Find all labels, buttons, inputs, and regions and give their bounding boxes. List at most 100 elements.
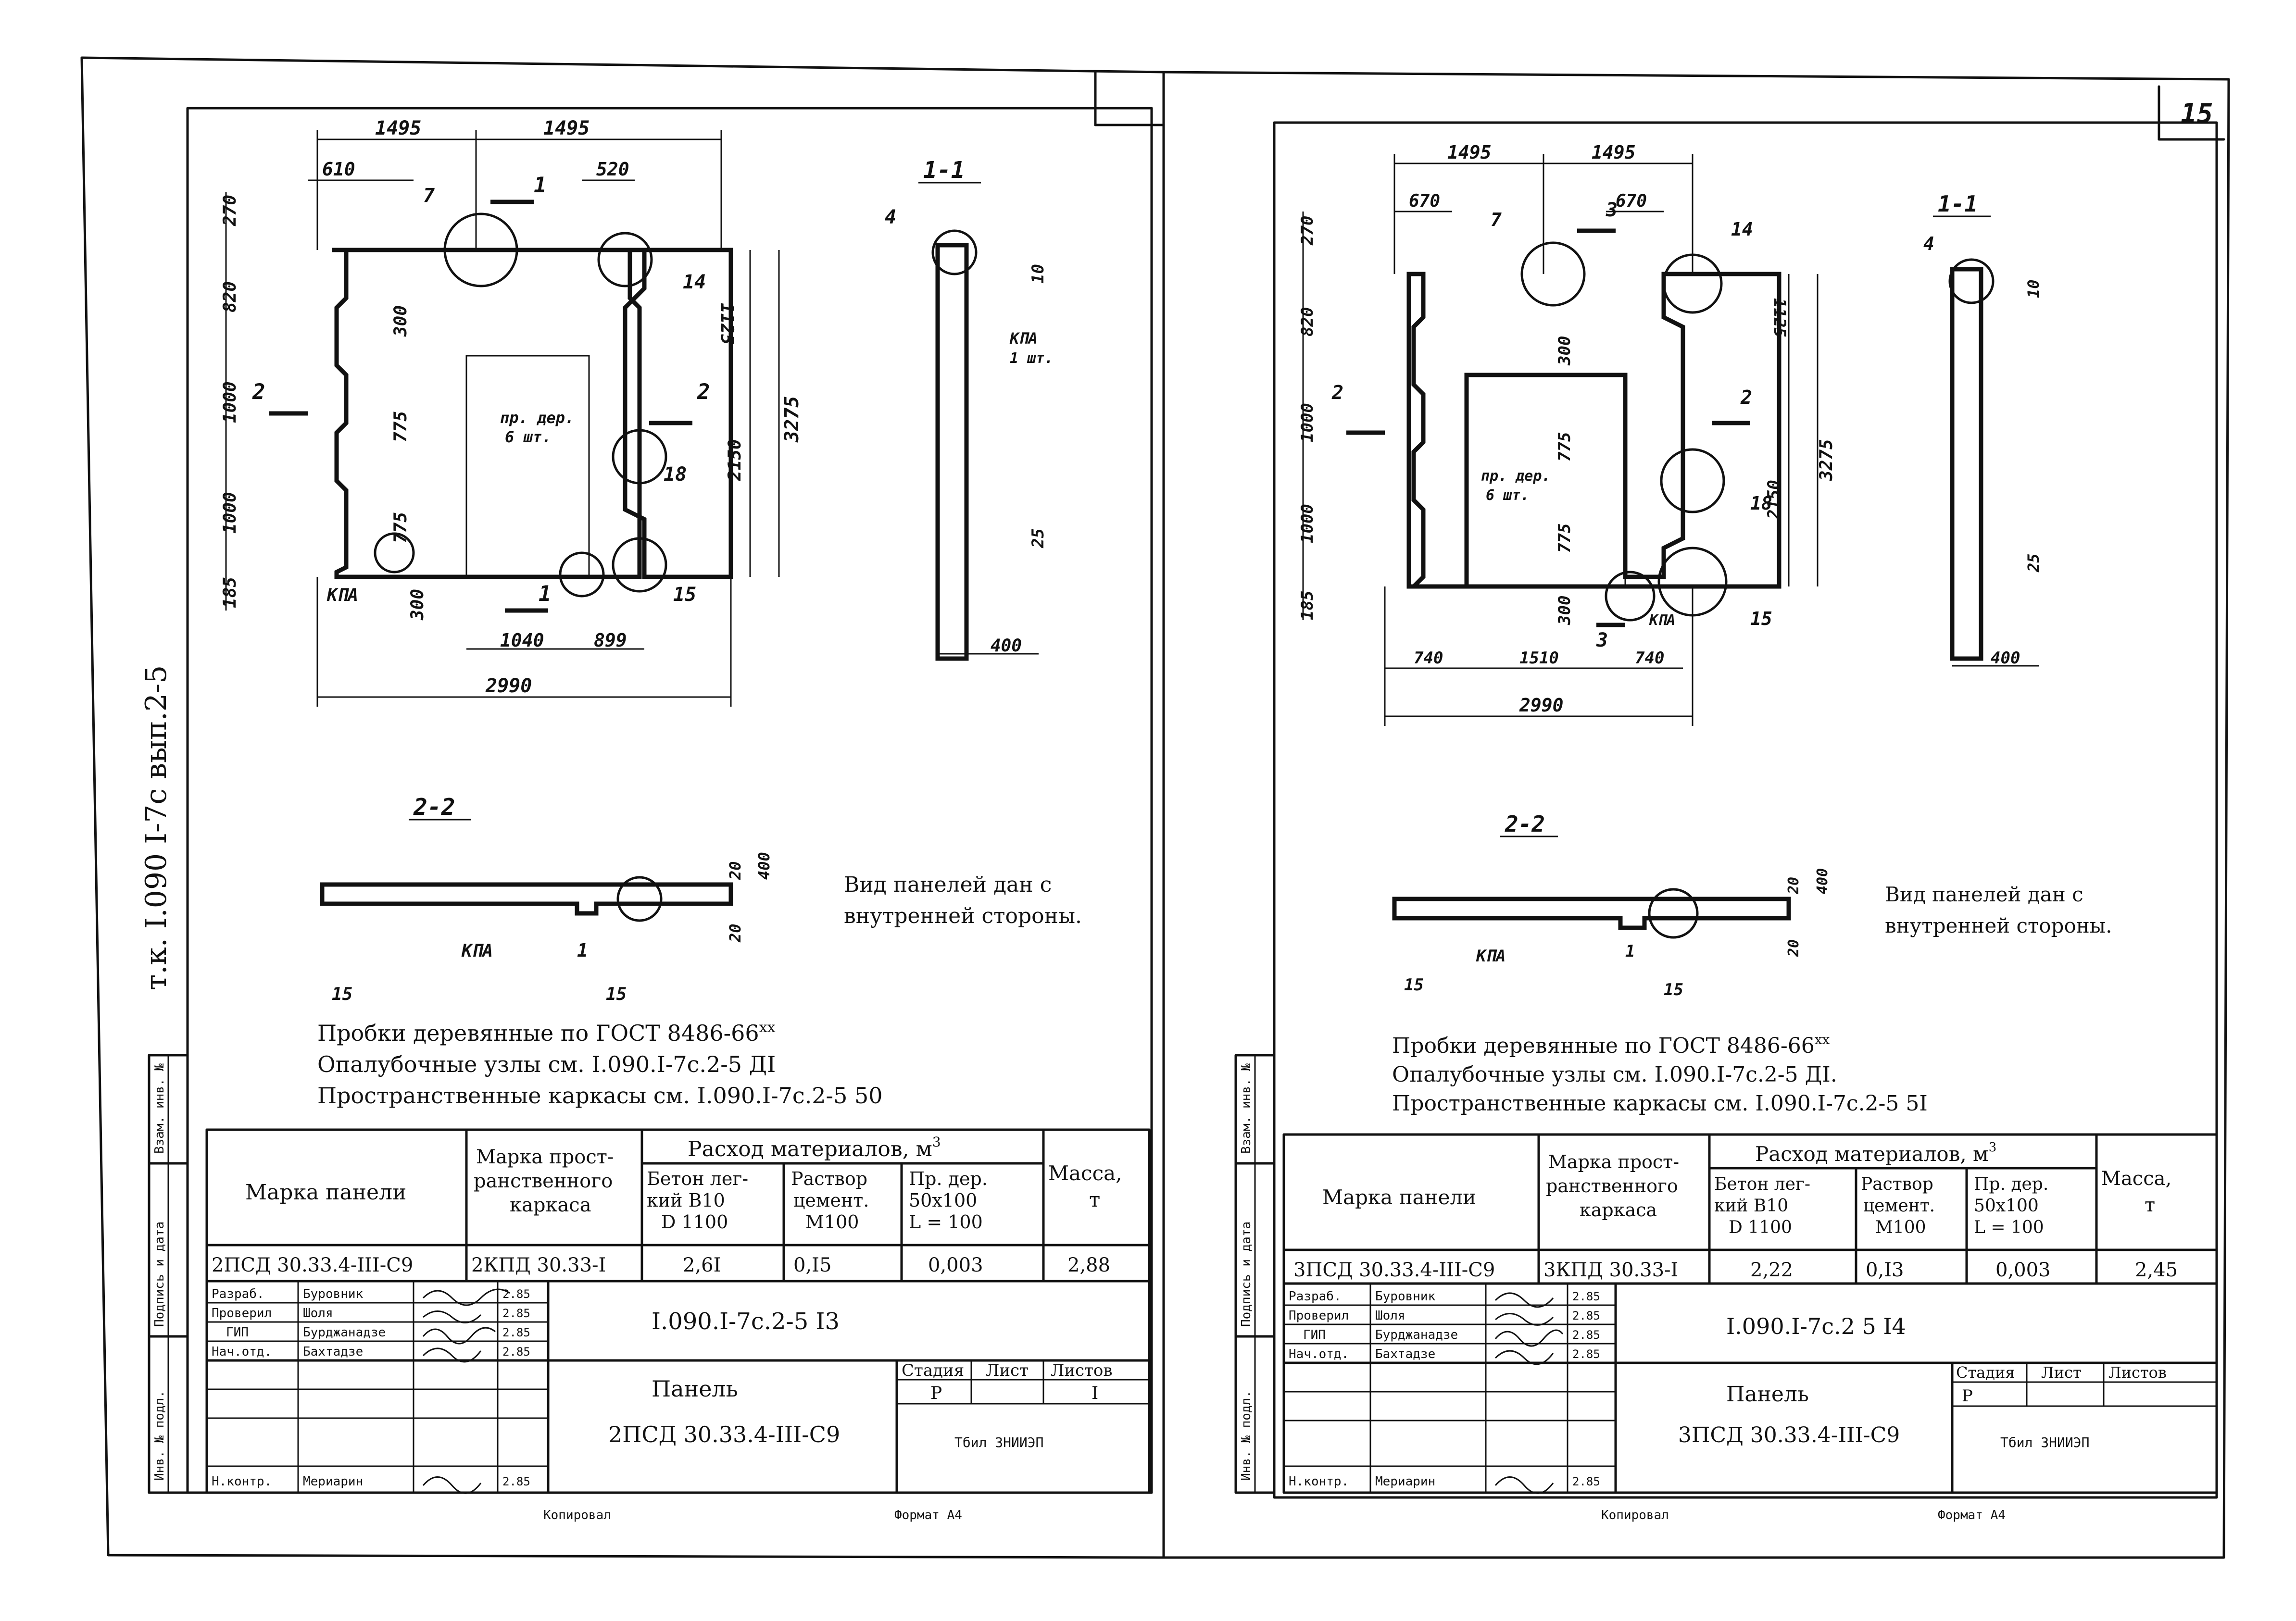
spec-h-frame-3: каркаса <box>1580 1199 1657 1221</box>
spec-h-frame-2: ранственного <box>474 1170 613 1192</box>
notes: Вид панелей дан с внутренней стороны. Пр… <box>1392 883 2112 1116</box>
note-1-sup: xx <box>1815 1032 1830 1047</box>
dim-2150: 2150 <box>725 439 745 481</box>
side-stamp-3: Взам. инв. № <box>152 1063 167 1154</box>
section-1-1-dim-400: 400 <box>1991 648 2020 668</box>
section-2-2-dim-15a: 15 <box>1404 975 1424 995</box>
section-1-1-dim-25: 25 <box>1029 528 1048 549</box>
spec-h-mortar-2: цемент. <box>793 1190 869 1211</box>
dim-670-right: 670 <box>1616 191 1647 211</box>
spec-h-concrete-3: D 1100 <box>1729 1218 1792 1237</box>
spec-h-concrete-2: кий В10 <box>1714 1196 1788 1216</box>
outer-border <box>80 56 2230 1559</box>
tb-date-7: 2.85 <box>502 1475 530 1488</box>
tb-name-3: Бурджанадзе <box>1375 1328 1458 1342</box>
dim-185: 185 <box>1298 591 1317 620</box>
tb-role-7: Н.контр. <box>1289 1474 1349 1489</box>
section-1-1-kpa: КПА <box>1009 329 1038 348</box>
tb-h-sheet: Лист <box>2041 1363 2082 1382</box>
dim-740-b: 740 <box>1635 648 1664 668</box>
spec-row-frame: 2КПД 30.33-I <box>471 1254 606 1276</box>
tb-signature-7 <box>1494 1476 1554 1494</box>
spec-h-consumption: Расход материалов, м3 <box>688 1134 941 1161</box>
tb-name-4: Бахтадзе <box>1375 1347 1435 1361</box>
tb-organization: Тбил ЗНИИЭП <box>2000 1434 2089 1450</box>
dim-740-a: 740 <box>1414 648 1443 668</box>
spec-row-wood: 0,003 <box>1995 1259 2051 1281</box>
spec-h-wood-3: L = 100 <box>1974 1218 2044 1237</box>
spec-h-frame-2: ранственного <box>1546 1175 1678 1197</box>
tb-signature-7 <box>422 1476 482 1494</box>
section-1-1-callout-4: 4 <box>1923 233 1934 254</box>
tb-signature-2 <box>1495 1313 1554 1326</box>
tb-name-2: Шоля <box>1375 1309 1405 1323</box>
tb-signature-1 <box>422 1288 510 1306</box>
spec-row-wood: 0,003 <box>928 1254 983 1276</box>
tb-signature-3 <box>1494 1329 1564 1347</box>
spec-h-panel: Марка панели <box>1322 1185 1476 1209</box>
note-1-text: Пробки деревянные по ГОСТ 8486-66 <box>1392 1034 1815 1058</box>
tb-date-4: 2.85 <box>502 1345 530 1359</box>
section-1-1-title: 1-1 <box>1938 191 1978 217</box>
callout-15: 15 <box>1750 608 1772 629</box>
tb-date-4: 2.85 <box>1572 1347 1600 1361</box>
probki-count: 6 шт. <box>505 428 551 446</box>
section-2-2-dim-20b: 20 <box>726 923 744 943</box>
tb-title-1: Панель <box>1726 1382 1809 1407</box>
dim-775-b: 775 <box>1555 524 1574 553</box>
section-1-1-callout-4: 4 <box>885 206 896 228</box>
view-note-1: Вид панелей дан с <box>844 873 1052 897</box>
side-stamp-2: Подпись и дата <box>152 1222 167 1327</box>
note-2: Опалубочные узлы см. I.090.I-7с.2-5 ДI. <box>1392 1062 1837 1087</box>
tb-signature-4 <box>1494 1350 1554 1365</box>
section-1-1-dim-10: 10 <box>2024 279 2043 298</box>
tb-role-1: Разраб. <box>1289 1289 1342 1304</box>
section-2-2-callout-1: 1 <box>1625 942 1635 961</box>
tb-name-1: Буровник <box>1375 1289 1436 1304</box>
tb-role-3: ГИП <box>226 1325 249 1340</box>
note-1: Пробки деревянные по ГОСТ 8486-66xx <box>317 1019 776 1046</box>
dim-1000-a: 1000 <box>220 381 240 423</box>
callout-18: 18 <box>1750 493 1772 514</box>
footer-copied: Копировал <box>1601 1508 1669 1522</box>
dim-300-b: 300 <box>1555 596 1574 625</box>
sheet-right: 1495 1495 670 670 270 820 1000 1000 185 … <box>1234 121 2218 1522</box>
tb-document-code: I.090.I-7с.2-5 I3 <box>652 1308 840 1335</box>
tb-name-7: Мериарин <box>1375 1474 1435 1489</box>
dim-610: 610 <box>322 159 355 180</box>
dim-2990: 2990 <box>1519 695 1564 716</box>
tb-date-3: 2.85 <box>1572 1328 1600 1342</box>
dim-775-a: 775 <box>1555 432 1574 461</box>
dim-top-1: 1495 <box>375 117 421 139</box>
probki-count: 6 шт. <box>1486 487 1529 504</box>
spec-h-mortar-1: Раствор <box>1861 1174 1933 1194</box>
dim-2150: 2150 <box>1764 480 1783 520</box>
probki-label: пр. дер. <box>500 409 574 427</box>
spec-h-concrete-1: Бетон лег- <box>647 1168 748 1189</box>
tb-date-2: 2.85 <box>502 1307 530 1320</box>
tb-name-3: Бурджанадзе <box>303 1325 386 1340</box>
probki-label: пр. дер. <box>1481 468 1551 485</box>
sheet-left: 1495 1495 610 520 270 820 1000 1000 185 … <box>148 107 1153 1522</box>
section-2-2-title: 2-2 <box>1505 811 1545 837</box>
side-stamp-1: Инв. № подл. <box>1239 1390 1254 1481</box>
dim-300-a: 300 <box>1555 336 1574 366</box>
tb-date-2: 2.85 <box>1572 1309 1600 1322</box>
spec-h-consumption-text: Расход материалов, м <box>688 1137 932 1161</box>
spec-row-mass: 2,88 <box>1067 1254 1110 1276</box>
callout-7: 7 <box>423 185 435 207</box>
cut-2-right: 2 <box>1740 387 1752 409</box>
spec-h-panel: Марка панели <box>245 1180 406 1205</box>
cut-2-right: 2 <box>697 380 710 404</box>
dim-2990: 2990 <box>485 675 532 697</box>
note-2: Опалубочные узлы см. I.090.I-7с.2-5 ДI <box>317 1051 776 1077</box>
spec-h-consumption-sup: 3 <box>1989 1140 1997 1155</box>
spec-h-concrete-2: кий В10 <box>647 1190 725 1211</box>
spec-h-mass-1: Масса, <box>1048 1161 1122 1185</box>
section-2-2-dim-15b: 15 <box>1664 980 1683 999</box>
note-3: Пространственные каркасы см. I.090.I-7с.… <box>317 1083 883 1109</box>
section-1-1: 1-1 4 КПА 1 шт. 10 25 400 <box>885 157 1053 661</box>
side-stamp-2: Подпись и дата <box>1239 1222 1254 1327</box>
section-1-1-title: 1-1 <box>923 157 965 184</box>
